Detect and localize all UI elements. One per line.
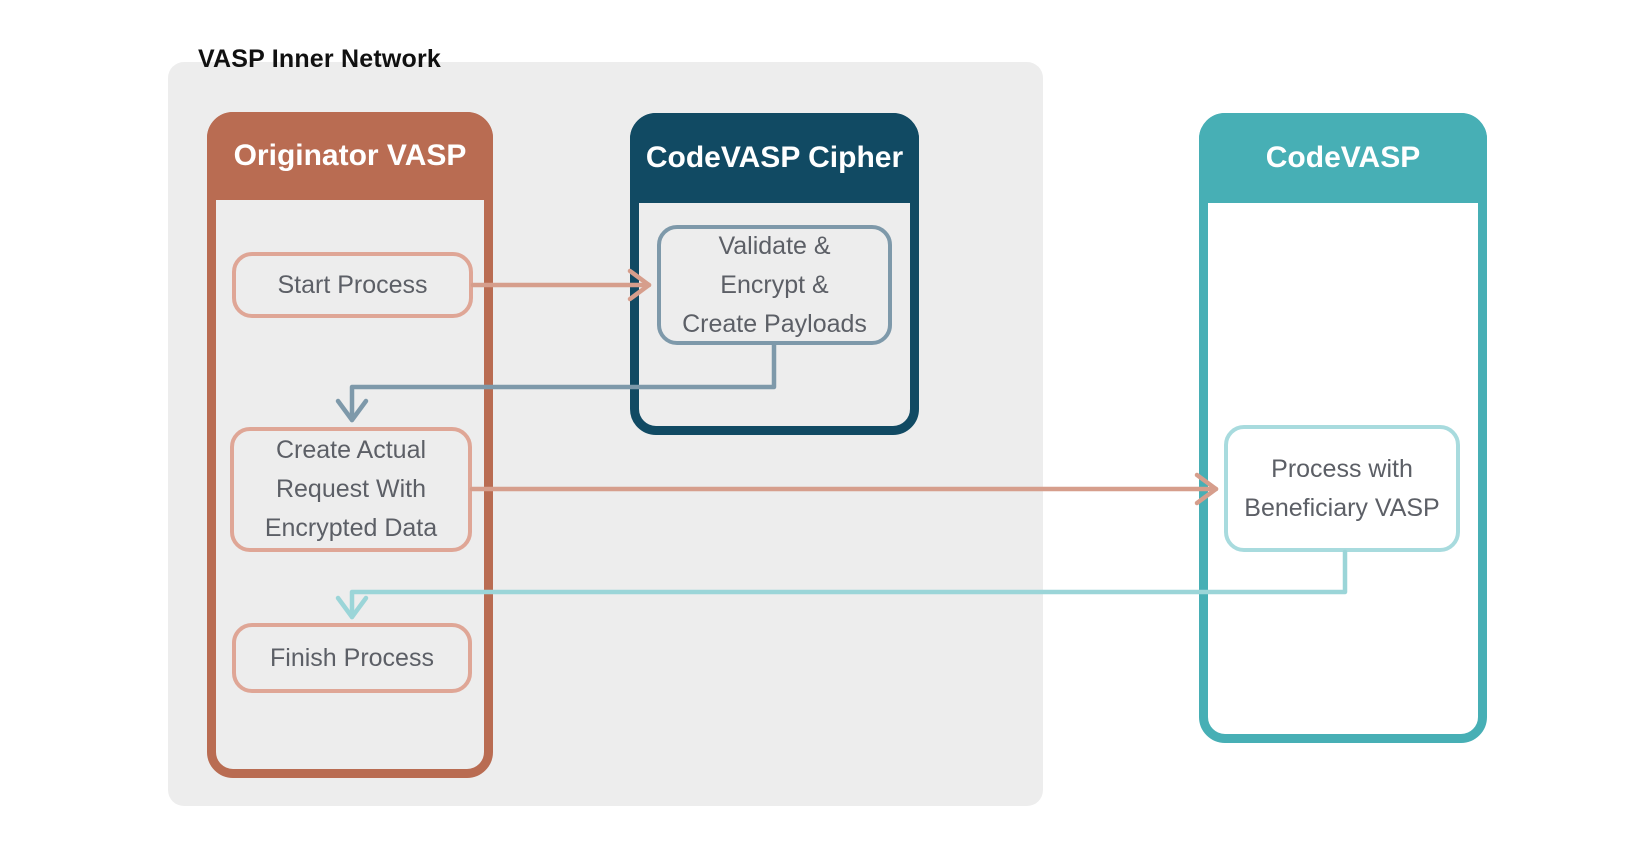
node-finish-process: Finish Process <box>232 623 472 693</box>
node-start-process: Start Process <box>232 252 473 318</box>
node-process-with-beneficiary-vasp: Process with Beneficiary VASP <box>1224 425 1460 552</box>
node-create-actual-request: Create Actual Request With Encrypted Dat… <box>230 427 472 552</box>
column-header-codevasp-cipher: CodeVASP Cipher <box>630 113 919 203</box>
column-header-originator-vasp: Originator VASP <box>207 112 493 200</box>
node-validate-encrypt-create-payloads: Validate & Encrypt & Create Payloads <box>657 225 892 345</box>
group-title: VASP Inner Network <box>198 45 442 73</box>
column-header-codevasp: CodeVASP <box>1199 113 1487 203</box>
